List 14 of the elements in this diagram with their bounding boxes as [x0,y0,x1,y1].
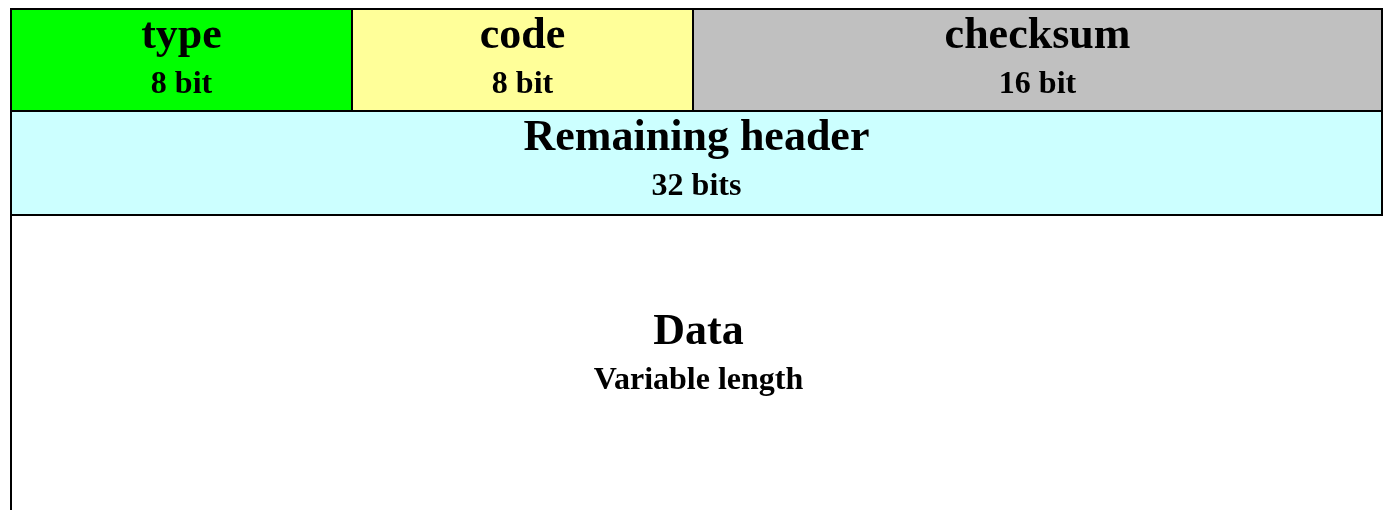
field-size: 8 bit [491,64,554,100]
field-size: 32 bits [651,166,742,202]
field-name: Data [653,306,744,354]
field-name: code [479,10,566,58]
type-field [10,8,353,112]
field-name: Remaining header [523,112,870,160]
header-field [10,110,1383,216]
checksum-field [692,8,1383,112]
field-name: checksum [944,10,1131,58]
code-field [351,8,694,112]
field-size: 8 bit [150,64,213,100]
field-size: 16 bit [998,64,1077,100]
field-name: type [141,10,222,58]
field-size: Variable length [593,360,804,396]
